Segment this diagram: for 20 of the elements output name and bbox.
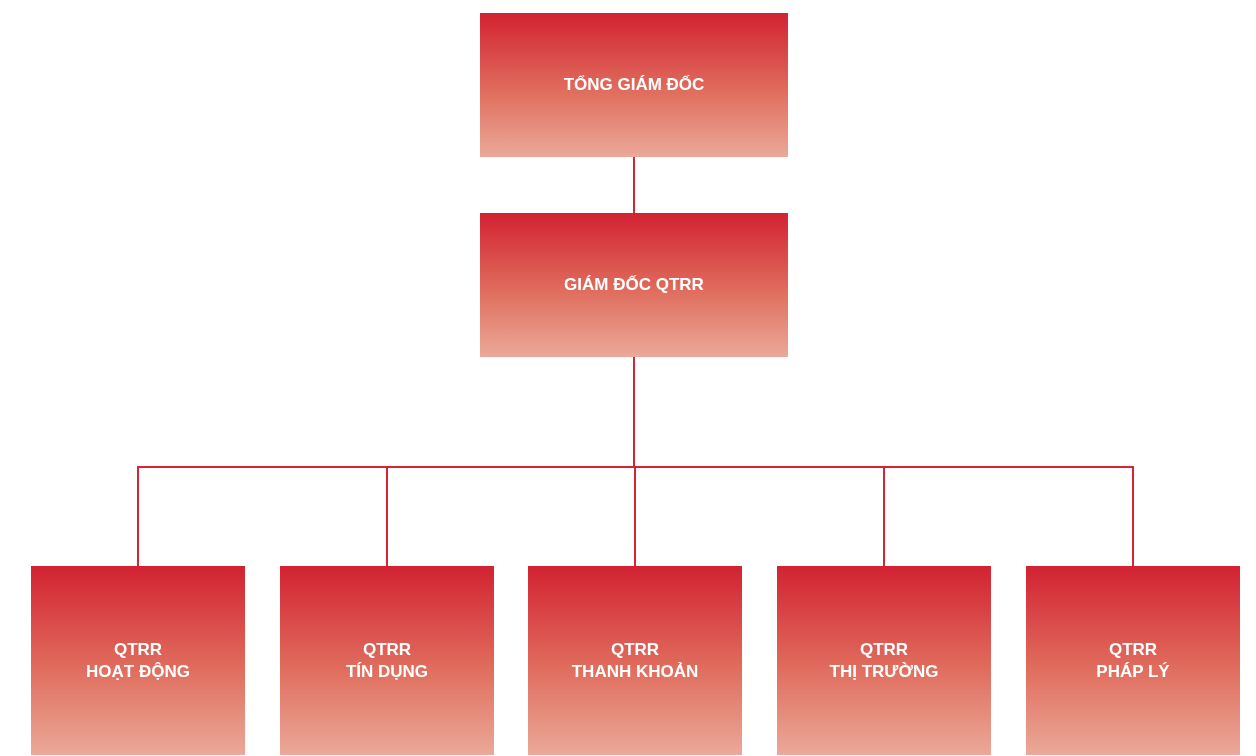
box-label: QTRR	[362, 639, 412, 661]
box-label: QTRR	[859, 639, 909, 661]
box-label: TÍN DỤNG	[345, 660, 429, 682]
box-label: THANH KHOẢN	[571, 660, 699, 682]
box-label: THỊ TRƯỜNG	[829, 660, 939, 682]
box-label: TỔNG GIÁM ĐỐC	[563, 74, 705, 96]
box-label: PHÁP LÝ	[1096, 660, 1170, 682]
org-box	[480, 13, 788, 157]
org-box	[528, 566, 742, 755]
connector-line	[633, 156, 635, 214]
box-label: QTRR	[1108, 639, 1158, 661]
box-label: GIÁM ĐỐC QTRR	[564, 274, 704, 296]
org-box	[280, 566, 494, 755]
org-box	[1026, 566, 1240, 755]
box-label: QTRR	[610, 639, 660, 661]
org-box	[31, 566, 245, 755]
org-box	[480, 213, 788, 357]
box-label: QTRR	[113, 639, 163, 661]
org-box	[777, 566, 991, 755]
box-label: HOẠT ĐỘNG	[86, 660, 190, 682]
